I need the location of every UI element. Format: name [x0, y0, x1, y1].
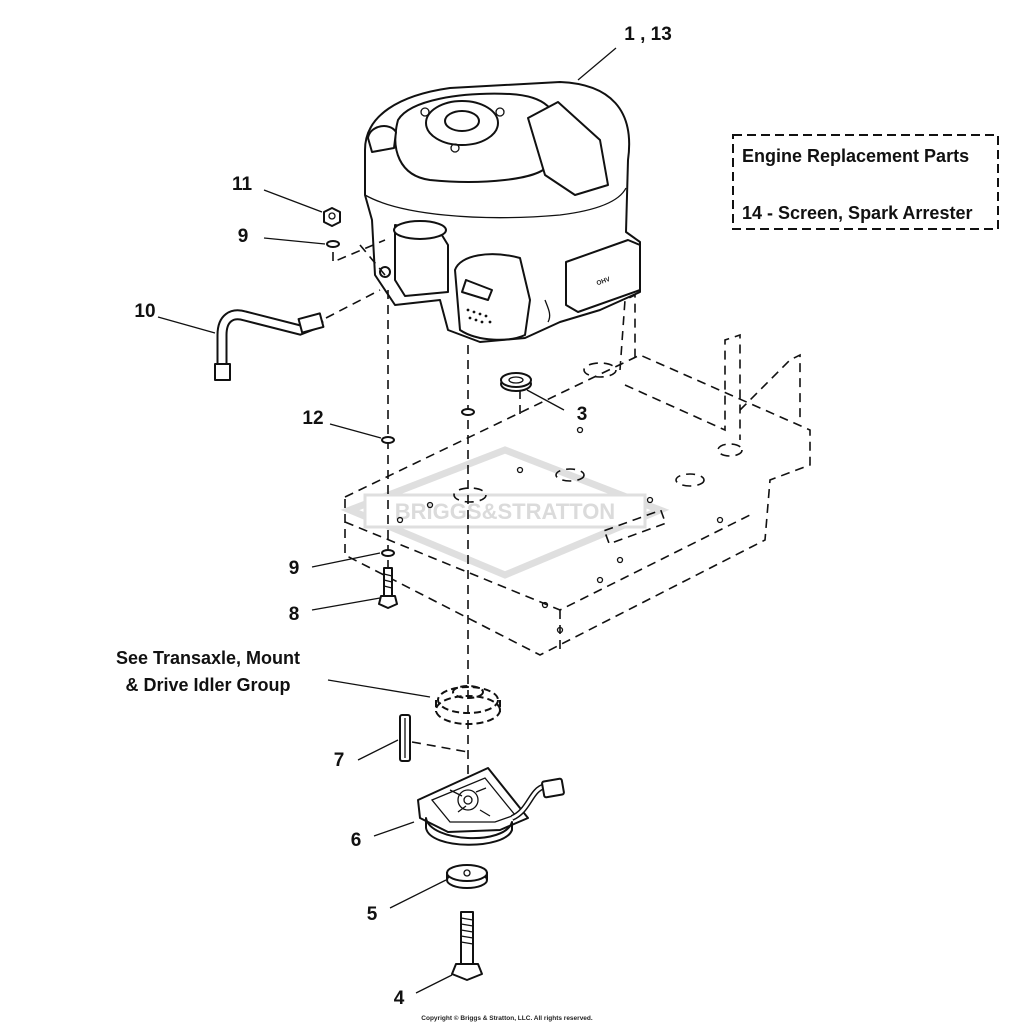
callout-8: 8: [289, 604, 300, 625]
leader-lines: [157, 47, 617, 994]
callout-7: 7: [334, 750, 345, 771]
callout-5: 5: [367, 904, 378, 925]
callout-10: 10: [134, 301, 155, 322]
replacement-parts-box: Engine Replacement Parts 14 - Screen, Sp…: [732, 134, 999, 230]
callout-9-top: 9: [238, 226, 249, 247]
briggs-stratton-watermark: BRIGGS&STRATTON: [340, 446, 670, 579]
callout-6: 6: [351, 830, 362, 851]
muffler-grille: [466, 308, 492, 324]
reference-note-line1: See Transaxle, Mount: [116, 648, 300, 668]
center-washer: [461, 408, 475, 416]
part-6-clutch: [417, 767, 565, 846]
part-9-top-washer: [326, 240, 340, 248]
part-4-bolt: [451, 911, 483, 981]
replacement-box-title: Engine Replacement Parts: [742, 146, 969, 166]
callout-1-13: 1 , 13: [624, 24, 672, 45]
reference-note-line2: & Drive Idler Group: [125, 675, 290, 695]
callout-9-bottom: 9: [289, 558, 300, 579]
part-9-bottom-washer: [381, 549, 395, 557]
ohv-badge: OHV: [596, 276, 612, 288]
callout-11: 11: [232, 174, 253, 195]
part-10-pipe: [214, 309, 325, 381]
callout-3: 3: [577, 404, 588, 425]
callout-4: 4: [394, 988, 405, 1009]
copyright-text: Copyright © Briggs & Stratton, LLC. All …: [421, 1014, 593, 1022]
part-5-washer: [446, 864, 488, 889]
part-7-key: [399, 714, 411, 762]
part-3-grommet: [500, 372, 532, 392]
reference-pulley: [435, 685, 501, 725]
engine-assembly: OHV: [364, 81, 641, 343]
engine-mount-frame: [344, 293, 811, 656]
part-12-washer: [381, 436, 395, 444]
part-11-nut: [323, 207, 341, 227]
replacement-box-item: 14 - Screen, Spark Arrester: [742, 203, 972, 223]
callout-12: 12: [302, 408, 323, 429]
part-8-bolt: [378, 567, 398, 609]
